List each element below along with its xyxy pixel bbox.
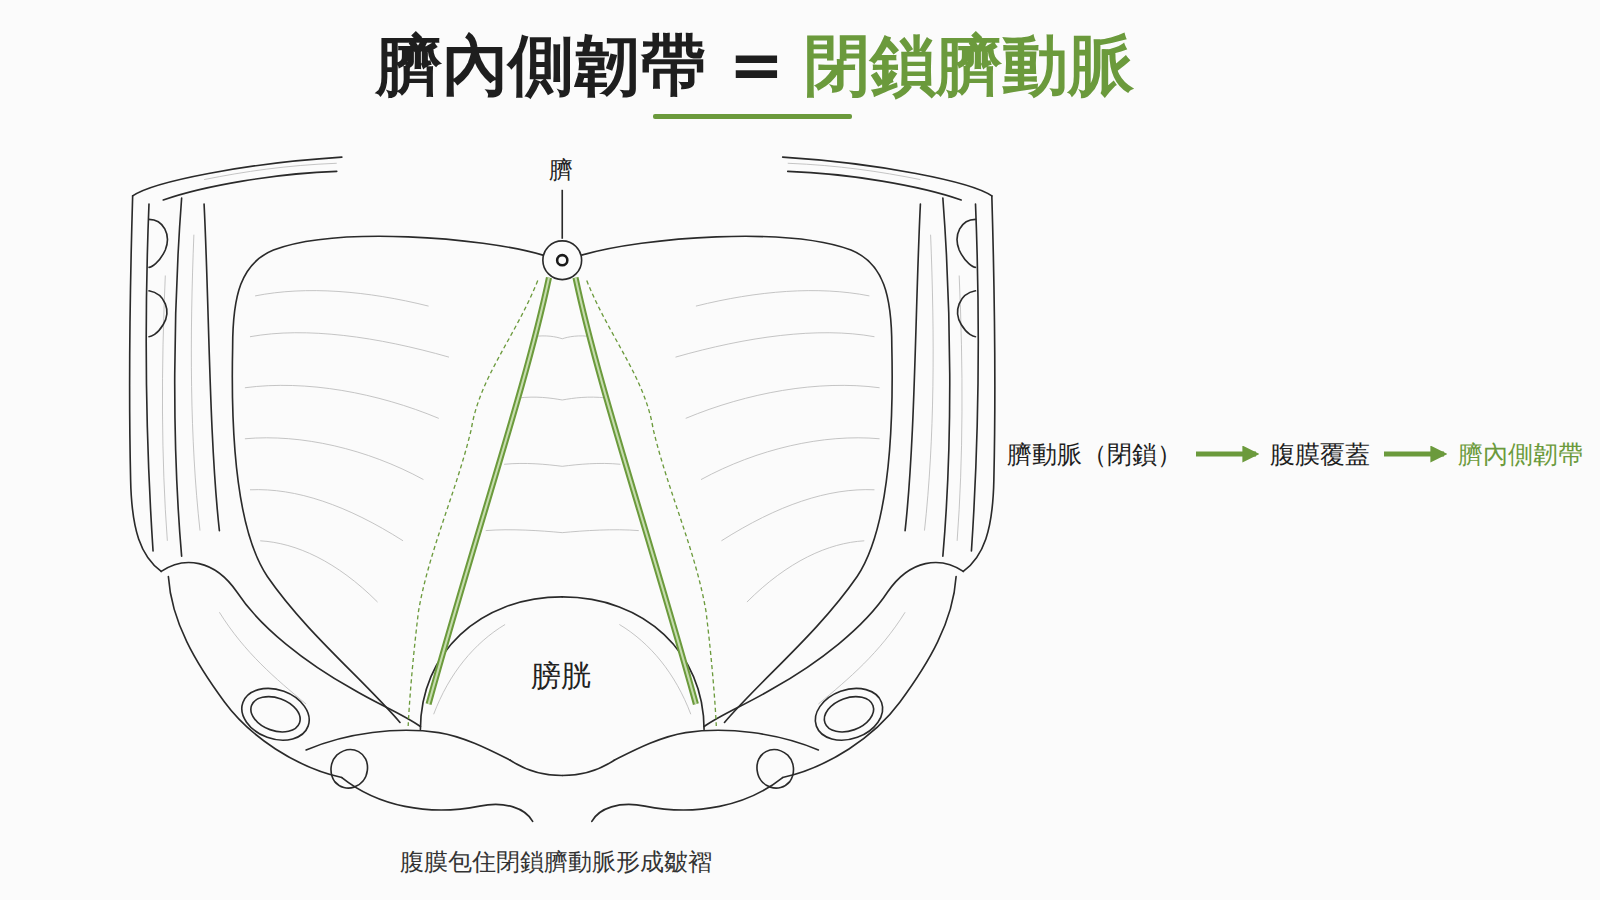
umbilicus (543, 241, 582, 280)
pelvis-half-mirror (562, 157, 994, 821)
obliterated-artery-core (429, 278, 549, 705)
umbilicus-center (557, 255, 567, 265)
part-label: 臍 (549, 154, 573, 186)
leader-line (561, 190, 563, 239)
obliterated-artery (429, 278, 549, 705)
flow-step: 臍動脈（閉鎖） (1003, 436, 1186, 473)
flow-arrow (1384, 452, 1444, 457)
title-highlight: 閉鎖臍動脈 (804, 21, 1134, 111)
flow-arrow (1196, 452, 1256, 457)
step-text: 腹膜覆蓋 (1270, 438, 1370, 471)
title-underline (653, 114, 852, 119)
flow-step: 臍內側韌帶 (1454, 436, 1587, 473)
pelvis-drawing (130, 157, 995, 821)
flow-step: 腹膜覆蓋 (1266, 436, 1374, 473)
peritoneal-fold (408, 281, 538, 727)
part-label: 膀胱 (531, 656, 591, 697)
step-text: 臍動脈（閉鎖） (1007, 438, 1182, 471)
pelvis-half (130, 157, 562, 821)
step-text: 臍內側韌帶 (1458, 438, 1583, 471)
caption: 腹膜包住閉鎖臍動脈形成皺褶 (400, 846, 712, 878)
outline (130, 157, 562, 821)
title: 臍內側韌帶 = (376, 21, 784, 111)
title-row: 臍內側韌帶 =閉鎖臍動脈 (376, 21, 1134, 111)
